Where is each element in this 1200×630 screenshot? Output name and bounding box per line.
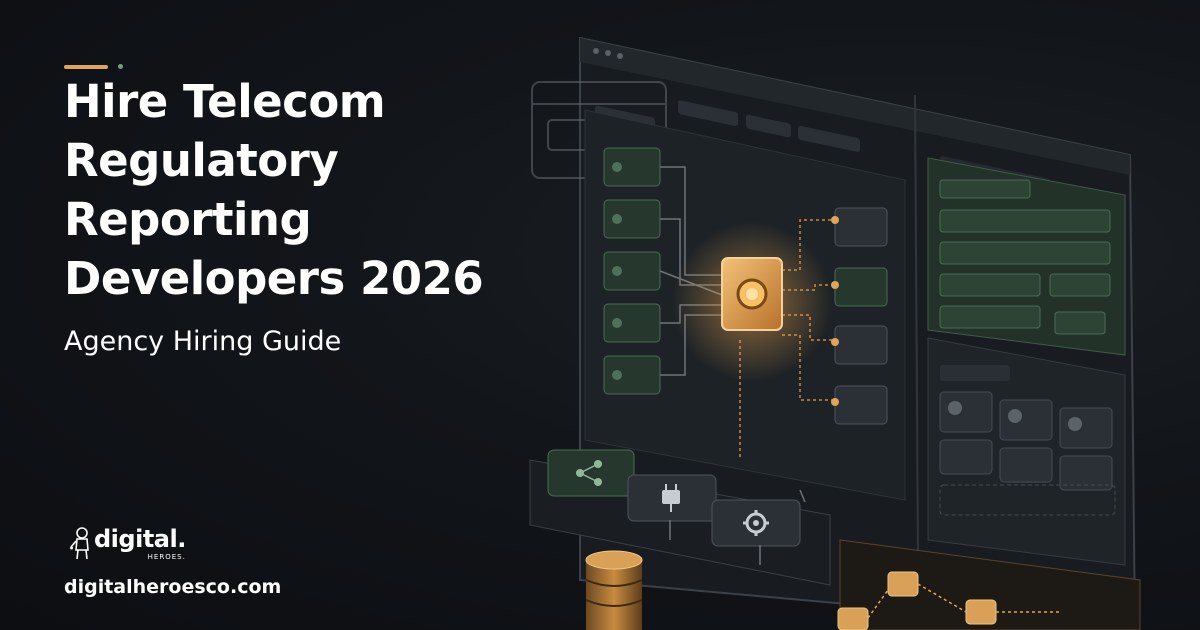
- right-nodes: [831, 207, 888, 425]
- plug-icon: [627, 474, 717, 522]
- title-line-3: Reporting: [64, 193, 312, 246]
- flow-nodes: [837, 571, 1060, 630]
- brand-logo: digital. HEROES.: [70, 526, 186, 562]
- left-nodes: [603, 147, 661, 395]
- page-title: Hire Telecom Regulatory Reporting Develo…: [64, 72, 484, 308]
- database-icon: [585, 550, 643, 630]
- title-accent: [64, 64, 123, 69]
- title-line-1: Hire Telecom: [64, 75, 386, 128]
- right-form-panel: [927, 157, 1126, 356]
- logo-subtext: HEROES.: [147, 553, 186, 561]
- share-nodes-icon: [547, 449, 635, 497]
- accent-line: [64, 64, 108, 69]
- dashboard-illustration: [529, 36, 1141, 630]
- chip-icon: [721, 257, 783, 331]
- gear-icon: [711, 499, 801, 547]
- website-url[interactable]: digitalheroesco.com: [64, 576, 282, 598]
- hero-mascot-icon: [70, 527, 89, 560]
- title-line-2: Regulatory: [64, 134, 339, 187]
- accent-dot: [118, 64, 123, 69]
- title-line-4: Developers 2026: [64, 252, 484, 305]
- page-subtitle: Agency Hiring Guide: [64, 326, 342, 357]
- logo-wordmark: digital.: [94, 525, 186, 553]
- right-card-panel: [927, 337, 1126, 566]
